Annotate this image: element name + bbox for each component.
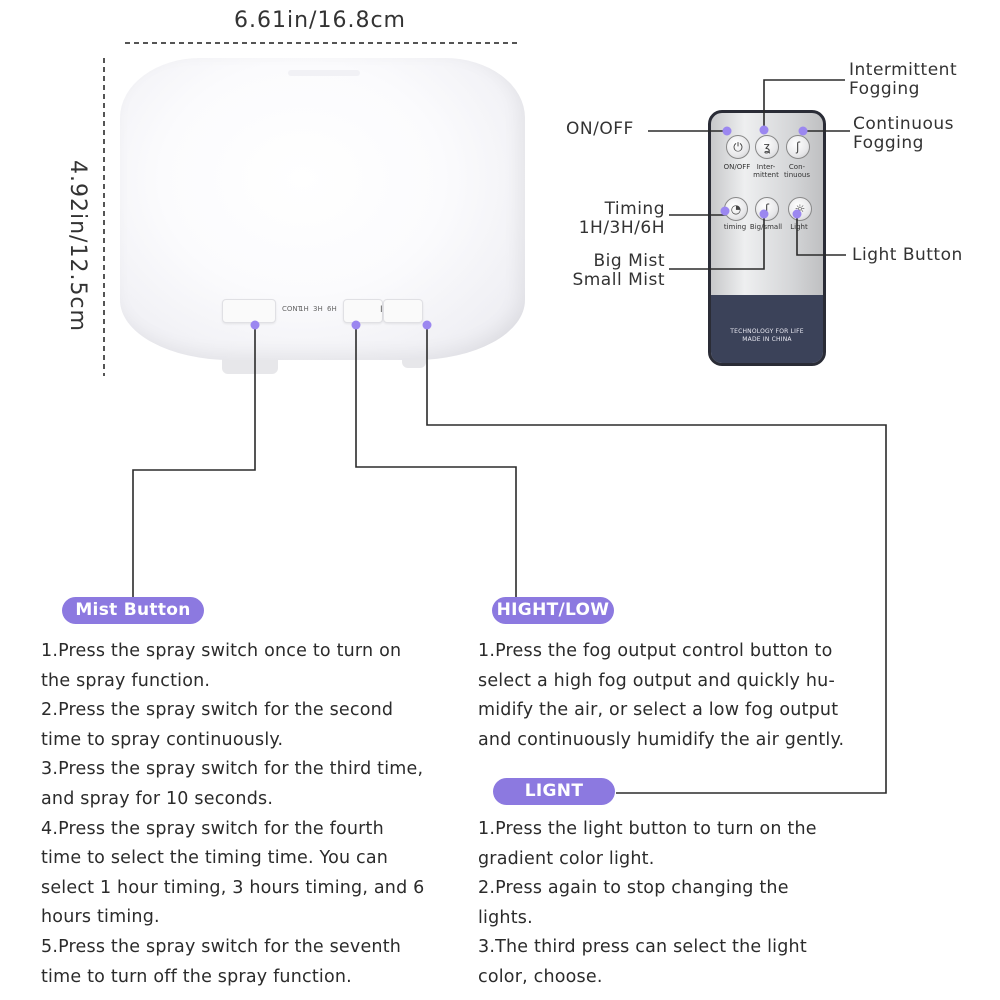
mist-line: 3.Press the spray switch for the third t… [41,759,424,780]
remote-label-light: Light [790,223,808,231]
remote-label-bigsmall: Big/small [749,223,783,231]
callout-continuous-line2: Fogging [853,133,924,153]
mist-line: hours timing. [41,907,160,928]
mist-instructions: 1.Press the spray switch once to turn on… [41,637,461,992]
mist-line: 5.Press the spray switch for the seventh [41,936,402,957]
light-line: lights. [478,907,533,928]
mist-line: select 1 hour timing, 3 hours timing, an… [41,877,425,898]
width-dimension-label: 6.61in/16.8cm [234,8,406,33]
remote-label-onoff: ON/OFF [723,163,751,171]
callout-intermittent-line2: Fogging [849,79,920,99]
mist-line: time to turn off the spray function. [41,966,352,987]
remote-bottom-panel [711,295,823,363]
high-low-line: select a high fog output and quickly hu- [478,670,835,691]
continuous-icon[interactable]: ʃ [786,135,810,159]
callout-continuous-line1: Continuous [853,114,955,134]
mist-line: 1.Press the spray switch once to turn on [41,641,402,661]
callout-light-button: Light Button [852,245,963,265]
remote-footer-line2: MADE IN CHINA [742,336,792,343]
mist-line: the spray function. [41,670,211,691]
callout-intermittent-line1: Intermittent [849,60,958,80]
light-line: gradient color light. [478,848,655,869]
high-low-line: midify the air, or select a low fog outp… [478,700,839,721]
light-line: 2.Press again to stop changing the [478,878,789,899]
remote-label-intermittent: Inter- mittent [753,163,779,179]
high-low-instructions: 1.Press the fog output control button to… [478,637,898,755]
intermittent-icon[interactable]: ʓ [755,135,779,159]
device-switch-mark: I [380,305,383,315]
light-line: 1.Press the light button to turn on the [478,819,817,839]
mist-line: 2.Press the spray switch for the second [41,700,394,721]
mist-line: time to spray continuously. [41,729,284,750]
light-line: 3.The third press can select the light [478,937,807,958]
device-label-6h: 6H [327,305,337,313]
mist-line: 4.Press the spray switch for the fourth [41,818,384,839]
callout-mist-line1: Big Mist [593,251,665,271]
device-label-cont: CONT [282,305,302,313]
high-low-header: HIGHT/LOW [492,597,614,624]
light-line: color, choose. [478,966,603,987]
diffuser-body [120,58,525,360]
light-header: LIGNT [493,778,615,805]
mist-line: time to select the timing time. You can [41,848,389,869]
light-instructions: 1.Press the light button to turn on the … [478,815,898,993]
diffuser-top-slot [288,70,360,76]
remote-footer-line1: TECHNOLOGY FOR LIFE [730,328,804,335]
high-low-line: and continuously humidify the air gently… [478,729,845,750]
remote-label-continuous: Con- tinuous [784,163,810,179]
mist-line: and spray for 10 seconds. [41,788,274,809]
mist-button-header: Mist Button [62,597,204,624]
high-low-button[interactable] [343,299,383,323]
light-button[interactable] [383,299,423,323]
callout-mist-line2: Small Mist [572,270,665,290]
remote-control: ⏻ ʓ ʃ ON/OFF Inter- mittent Con- tinuous… [708,110,826,366]
callout-timing-line2: 1H/3H/6H [578,218,665,238]
high-low-line: 1.Press the fog output control button to [478,641,833,661]
callout-on-off: ON/OFF [566,119,634,139]
device-label-1h: 1H [299,305,309,313]
callout-timing-line1: Timing [604,199,665,219]
device-label-3h: 3H [313,305,323,313]
remote-label-timing: timing [723,223,747,231]
power-icon[interactable]: ⏻ [726,135,750,159]
mist-button[interactable] [222,299,276,323]
